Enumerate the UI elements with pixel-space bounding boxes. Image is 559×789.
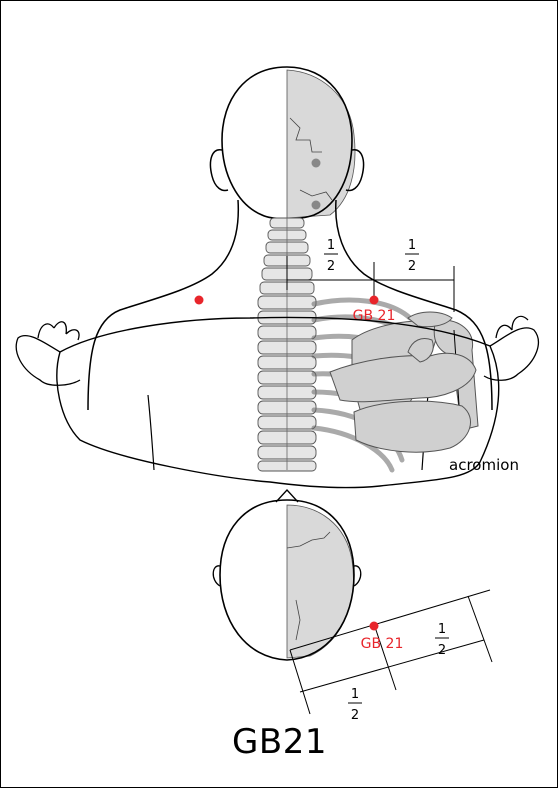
fraction-denominator: 2 bbox=[438, 643, 446, 658]
right-hand bbox=[484, 316, 538, 380]
page-title: GB21 bbox=[0, 722, 559, 762]
acupoint-dot-icon bbox=[195, 296, 204, 305]
point-label-bottom: GB 21 bbox=[361, 636, 404, 652]
fraction-denominator: 2 bbox=[408, 259, 416, 274]
fraction-bottom-left: 1 2 bbox=[348, 687, 362, 723]
fraction-numerator: 1 bbox=[351, 687, 359, 702]
left-hand bbox=[16, 322, 80, 386]
acupoint-dot-icon bbox=[370, 296, 379, 305]
acromion-label: acromion bbox=[449, 456, 519, 474]
left-ear-top bbox=[213, 566, 220, 586]
scapula-top bbox=[354, 401, 471, 452]
fraction-numerator: 1 bbox=[408, 238, 416, 253]
mastoid-landmark bbox=[312, 159, 321, 168]
fraction-top-right: 1 2 bbox=[405, 238, 419, 274]
skull-half bbox=[287, 70, 355, 218]
fraction-numerator: 1 bbox=[327, 238, 335, 253]
fraction-bottom-right: 1 2 bbox=[435, 622, 449, 658]
fraction-denominator: 2 bbox=[327, 259, 335, 274]
occipital-landmark bbox=[312, 201, 321, 210]
fraction-top-left: 1 2 bbox=[324, 238, 338, 274]
right-ear-top bbox=[354, 566, 361, 586]
fraction-denominator: 2 bbox=[351, 708, 359, 723]
fraction-numerator: 1 bbox=[438, 622, 446, 637]
acupoint-dot-icon bbox=[370, 622, 379, 631]
